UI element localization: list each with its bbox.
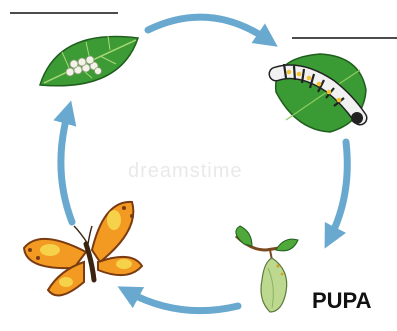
arrow-adult-to-egg bbox=[61, 112, 72, 222]
chrysalis-icon bbox=[236, 226, 298, 312]
pupa-label: PUPA bbox=[312, 290, 372, 312]
arrow-pupa-to-adult bbox=[128, 292, 238, 311]
caterpillar-on-leaf-icon bbox=[276, 54, 366, 132]
arrow-egg-to-larva bbox=[148, 17, 268, 40]
watermark-text: dreamstime bbox=[128, 160, 242, 183]
arrow-larva-to-pupa bbox=[330, 142, 347, 238]
butterfly-icon bbox=[24, 202, 142, 296]
leaf-with-eggs-icon bbox=[40, 36, 138, 86]
